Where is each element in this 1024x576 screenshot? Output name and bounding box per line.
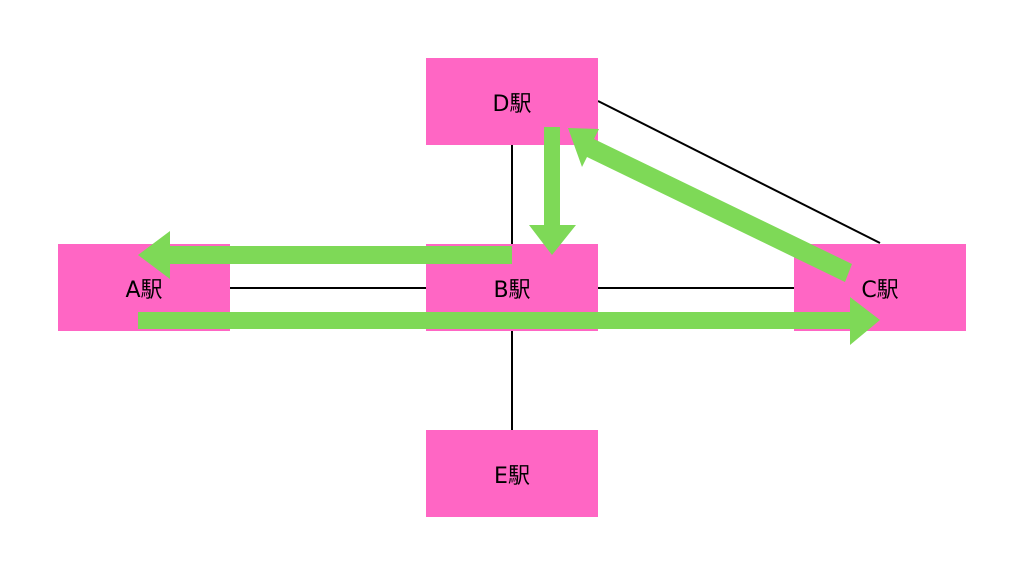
station-a-label: A駅 [125,277,163,303]
station-e-label: E駅 [494,463,530,489]
arrow-c-to-d [568,128,852,282]
line-d-c [597,100,881,244]
arrow-a-to-c [138,297,880,345]
arrow-d-to-b [529,127,576,255]
station-b-label: B駅 [493,277,531,303]
station-d-label: D駅 [492,91,532,117]
station-c-label: C駅 [861,277,899,303]
station-e: E駅 [426,430,598,517]
arrow-b-to-a [138,231,512,279]
